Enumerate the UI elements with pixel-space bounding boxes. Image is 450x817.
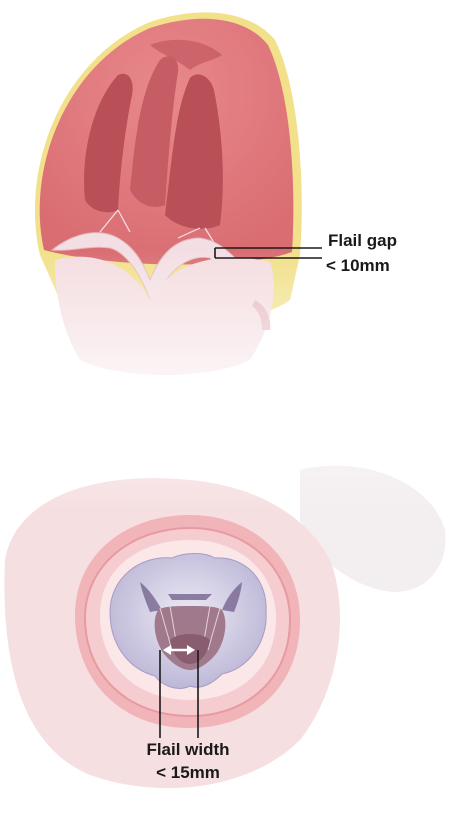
flail-width-value: < 15mm — [128, 763, 248, 783]
flail-gap-value: < 10mm — [326, 256, 390, 276]
flail-width-label: Flail width — [128, 740, 248, 760]
fade-bottom — [0, 380, 450, 510]
flail-gap-label: Flail gap — [328, 231, 397, 251]
valve-short-axis — [0, 380, 450, 788]
